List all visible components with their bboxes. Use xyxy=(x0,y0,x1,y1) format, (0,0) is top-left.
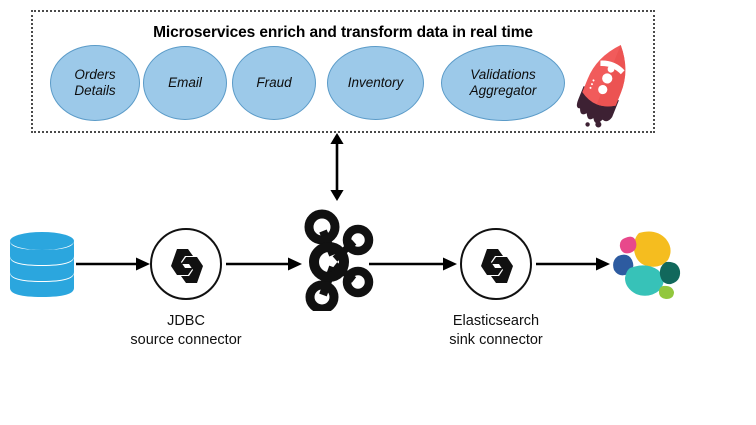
elasticsearch-sink-connector-label: Elasticsearch sink connector xyxy=(449,313,543,348)
database-icon xyxy=(8,231,76,301)
arrow-kafka-to-microservices xyxy=(327,133,347,208)
jdbc-source-connector-label: JDBC source connector xyxy=(130,313,242,348)
jdbc-source-connector-icon[interactable] xyxy=(150,228,222,300)
microservices-panel-title: Microservices enrich and transform data … xyxy=(153,24,533,41)
service-label: Orders Details xyxy=(74,67,116,98)
confluent-connector-glyph xyxy=(171,249,203,283)
service-ellipse-fraud[interactable]: Fraud xyxy=(232,46,316,120)
service-ellipse-validations-aggregator[interactable]: Validations Aggregator xyxy=(441,45,565,121)
service-ellipse-email[interactable]: Email xyxy=(143,46,227,120)
service-ellipse-inventory[interactable]: Inventory xyxy=(327,46,424,120)
elasticsearch-sink-connector-icon[interactable] xyxy=(460,228,532,300)
service-label: Fraud xyxy=(256,75,292,91)
elasticsearch-icon xyxy=(608,228,684,300)
service-label: Validations Aggregator xyxy=(469,67,537,98)
service-ellipse-orders-details[interactable]: Orders Details xyxy=(50,45,140,121)
arrow-source-connector-to-kafka xyxy=(226,255,304,278)
arrow-kafka-to-sink-connector xyxy=(369,255,459,278)
arrow-sink-connector-to-elasticsearch xyxy=(536,255,612,278)
arrow-db-to-source-connector xyxy=(76,255,152,278)
kafka-icon xyxy=(302,207,374,314)
service-label: Email xyxy=(168,75,202,91)
rocket-icon xyxy=(566,38,644,130)
confluent-connector-glyph xyxy=(481,249,513,283)
service-label: Inventory xyxy=(347,75,404,91)
